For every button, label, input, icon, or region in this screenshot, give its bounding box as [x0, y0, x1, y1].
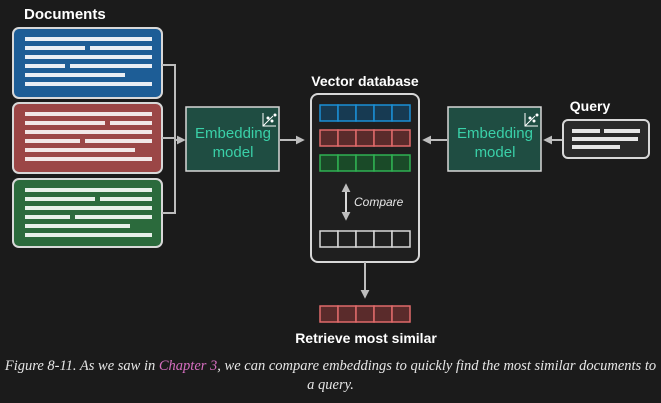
vector-cell — [319, 129, 339, 147]
retrieve-label: Retrieve most similar — [295, 330, 437, 346]
vector-database: Compare — [310, 93, 420, 263]
vector-cell — [319, 305, 339, 323]
document-green — [12, 178, 163, 248]
compare-label: Compare — [354, 195, 404, 209]
vector-blue — [319, 104, 411, 122]
vector-cell — [355, 104, 375, 122]
vector-cell — [337, 230, 357, 248]
vector-cell — [373, 154, 393, 172]
vector-cell — [391, 305, 411, 323]
vector-red — [319, 129, 411, 147]
vector-cell — [337, 104, 357, 122]
vector-cell — [319, 230, 339, 248]
chapter-link[interactable]: Chapter 3 — [158, 358, 218, 374]
vector-cell — [373, 305, 393, 323]
embedding-model-right: Embedding model — [447, 106, 542, 172]
vector-green — [319, 154, 411, 172]
vector-cell — [355, 230, 375, 248]
vector-cell — [391, 230, 411, 248]
documents-bracket — [162, 64, 186, 214]
rag-diagram: Documents — [12, 6, 650, 346]
svg-text:model: model — [213, 144, 254, 161]
vector-database-title: Vector database — [311, 73, 419, 89]
vector-cell — [391, 129, 411, 147]
vector-cell — [355, 154, 375, 172]
vector-cell — [319, 104, 339, 122]
document-blue — [12, 27, 163, 99]
embedding-model-left: Embedding model — [185, 106, 280, 172]
documents-title: Documents — [24, 6, 106, 23]
svg-text:Embedding: Embedding — [195, 125, 271, 142]
vector-result — [319, 305, 411, 323]
scatter-icon — [262, 113, 277, 127]
vector-cell — [319, 154, 339, 172]
query-box — [562, 119, 650, 159]
document-red — [12, 102, 163, 174]
scatter-icon — [524, 113, 539, 127]
vector-query — [319, 230, 411, 248]
vector-cell — [391, 154, 411, 172]
svg-text:Embedding: Embedding — [457, 125, 533, 142]
vector-cell — [337, 129, 357, 147]
vector-cell — [355, 129, 375, 147]
vector-cell — [337, 154, 357, 172]
vector-cell — [373, 104, 393, 122]
vector-cell — [373, 230, 393, 248]
caption-prefix: Figure 8-11. As we saw in — [4, 358, 159, 374]
vector-cell — [337, 305, 357, 323]
query-title: Query — [570, 98, 611, 114]
vector-cell — [391, 104, 411, 122]
svg-text:model: model — [475, 144, 516, 161]
vector-cell — [373, 129, 393, 147]
caption-suffix: , we can compare embeddings to quickly f… — [217, 358, 657, 393]
figure-caption: Figure 8-11. As we saw in Chapter 3, we … — [0, 357, 661, 395]
vector-cell — [355, 305, 375, 323]
